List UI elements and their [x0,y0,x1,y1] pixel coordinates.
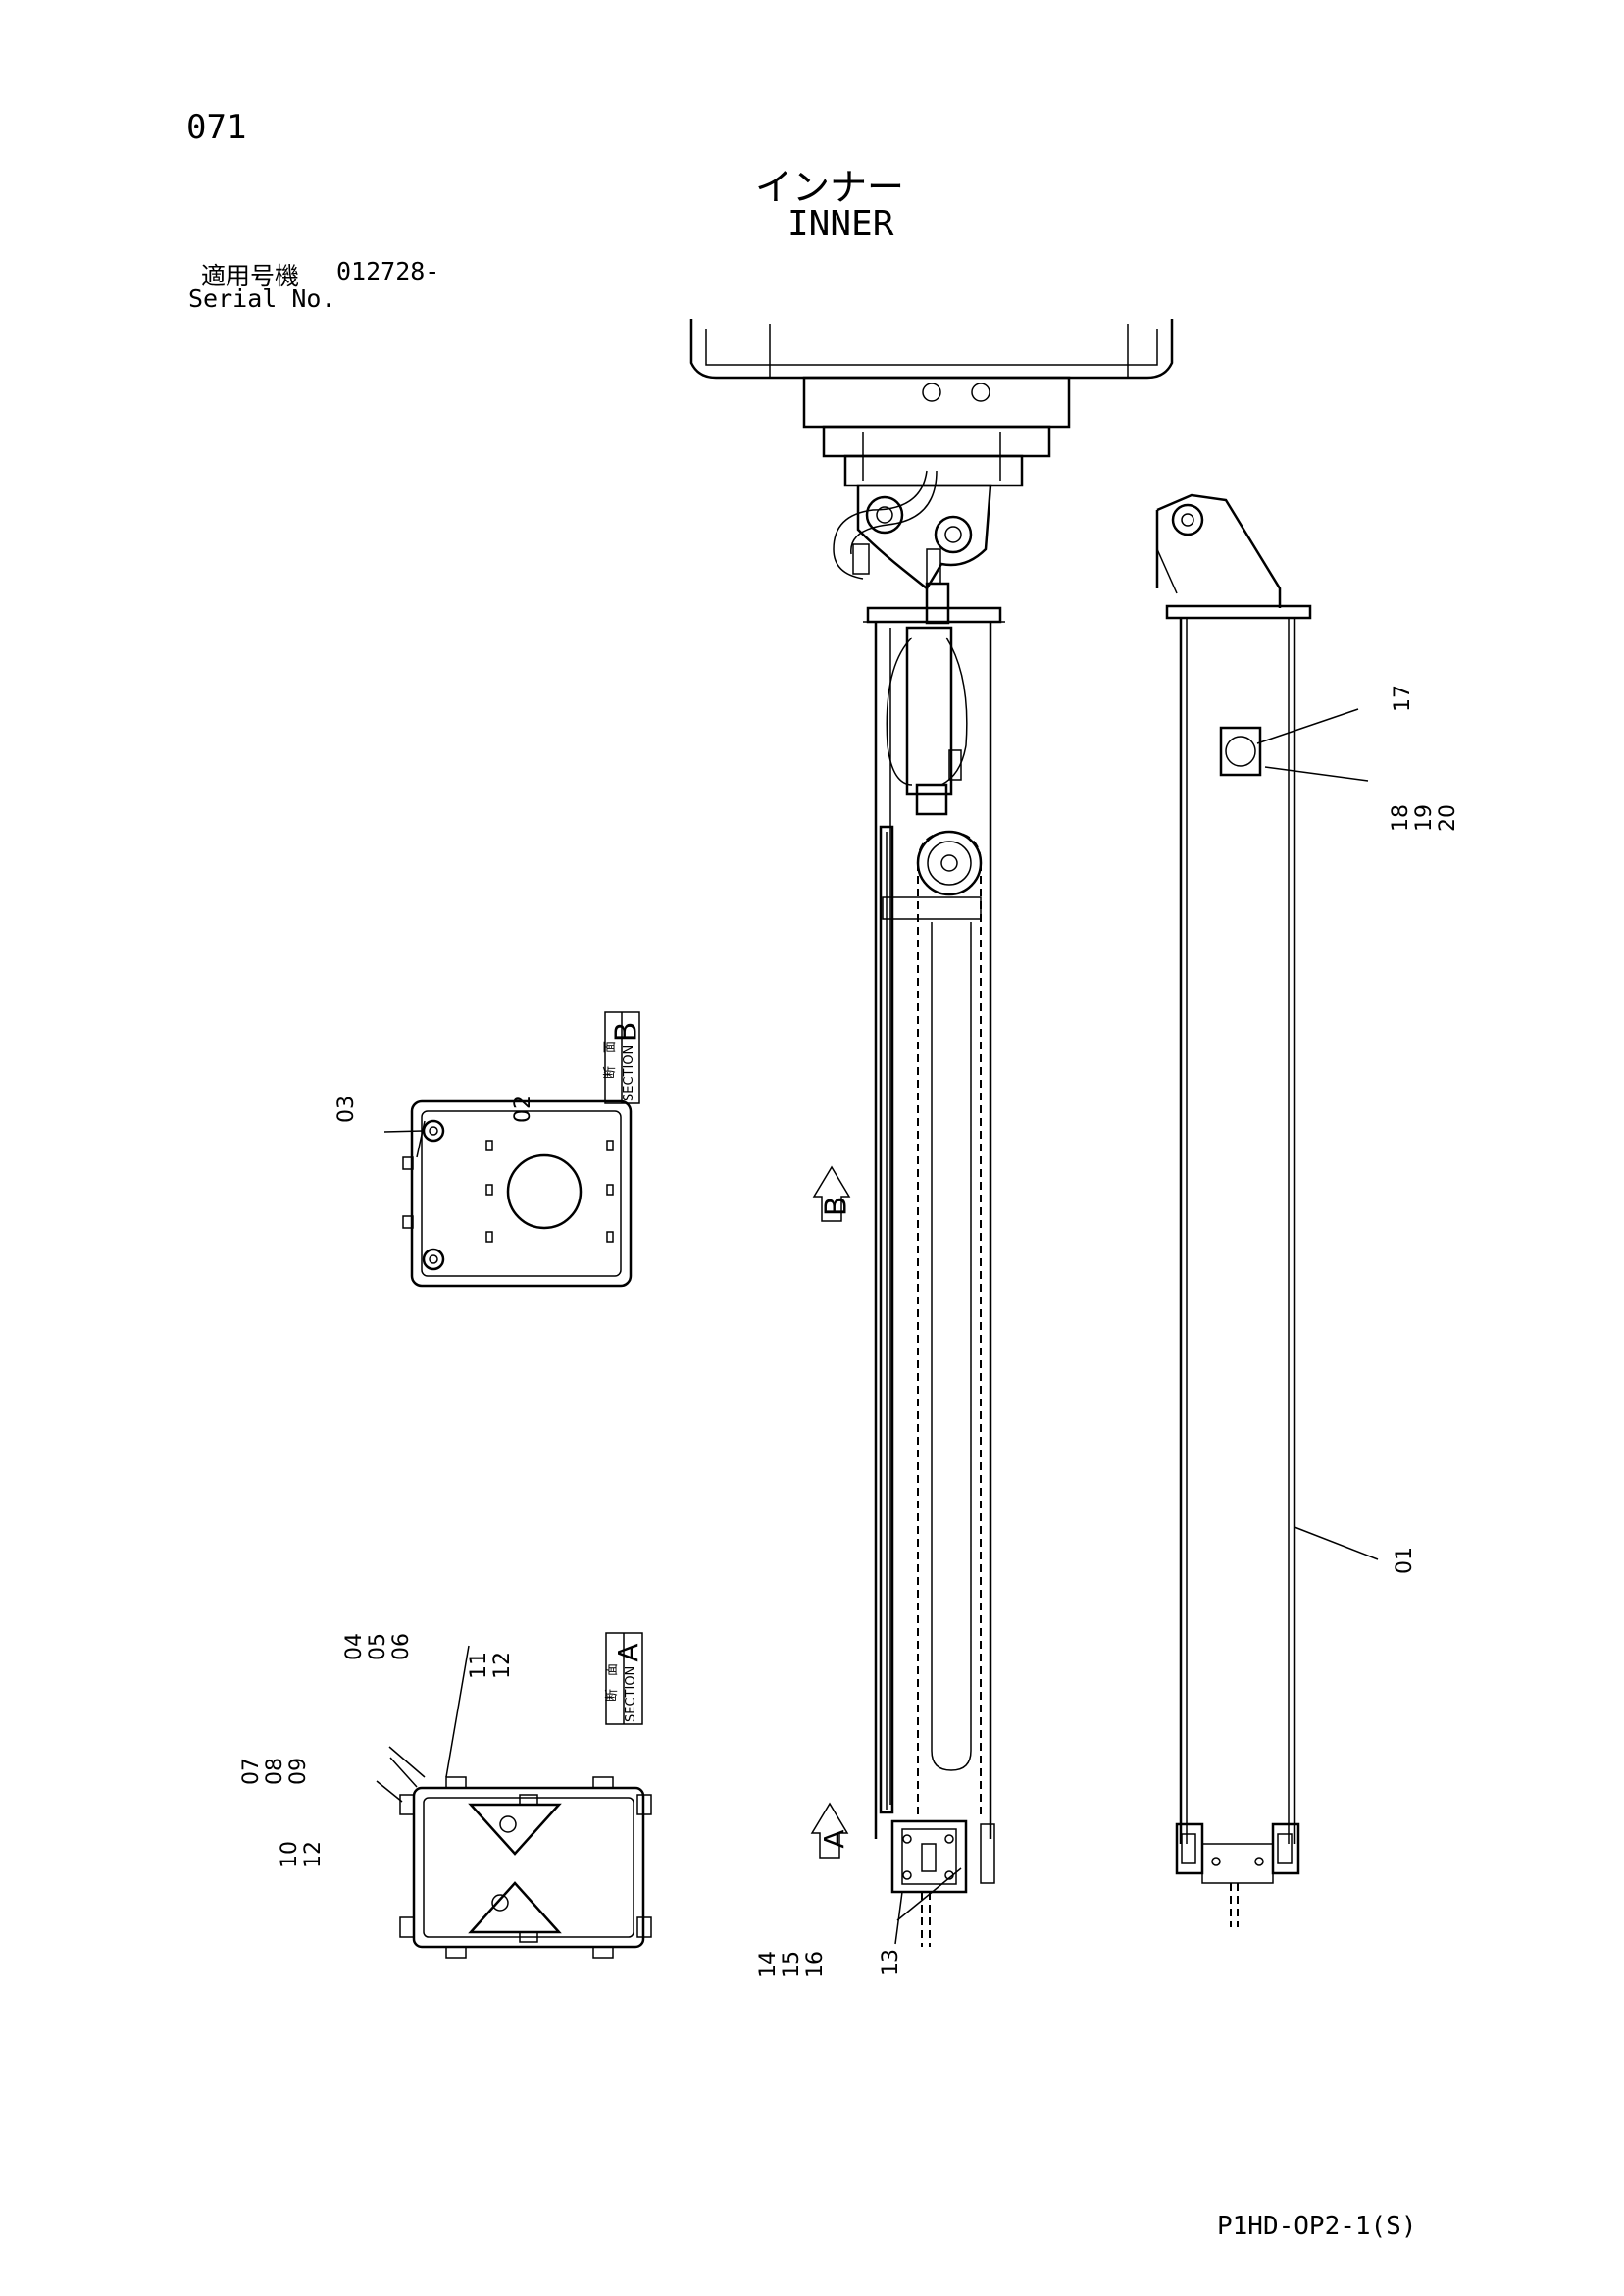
callout-03: 03 [334,1096,359,1123]
callout-04: 040506 [342,1633,414,1660]
callout-02: 02 [511,1096,535,1123]
view-marker-b: B [812,1165,854,1222]
title-english: INNER [787,204,894,244]
callout-11: 1112 [467,1652,515,1679]
callout-18: 181920 [1389,804,1460,832]
view-marker-b-label: B [820,1197,854,1217]
boom-assembly-main-view [689,319,1174,1947]
callout-01: 01 [1393,1547,1417,1574]
view-marker-a-label: A [818,1829,850,1848]
section-b-jp: 断 面 [603,1041,618,1079]
callout-17: 17 [1391,685,1415,712]
view-marker-a: A [810,1802,850,1859]
section-b-letter: B [610,1022,644,1043]
drawing-code: P1HD-OP2-1(S) [1217,2212,1417,2241]
serial-label-japanese: 適用号機 [201,262,300,290]
callout-14: 141516 [756,1951,828,1978]
section-b-label: 断 面 SECTION B [603,1011,644,1104]
section-a-letter: A [612,1643,644,1661]
boom-side-view [1155,493,1312,1927]
callout-13: 13 [879,1949,903,1976]
section-a-view [376,1645,652,1959]
section-b-en: SECTION [622,1046,636,1101]
serial-number-value: 012728- [336,257,440,285]
section-a-label: 断 面 SECTION A [605,1632,644,1725]
section-b-view [383,1099,633,1288]
title-japanese: インナー [755,166,905,209]
section-a-en: SECTION [624,1666,638,1722]
part-callouts: 01 02 03 040506 070809 1012 1112 13 141516 17 1819… [239,685,1460,1978]
page-number: 071 [186,108,247,147]
callout-07: 070809 [239,1758,311,1785]
section-a-jp: 断 面 [605,1663,620,1702]
callout-10: 1012 [278,1841,326,1868]
serial-label-english: Serial No. [188,284,336,313]
